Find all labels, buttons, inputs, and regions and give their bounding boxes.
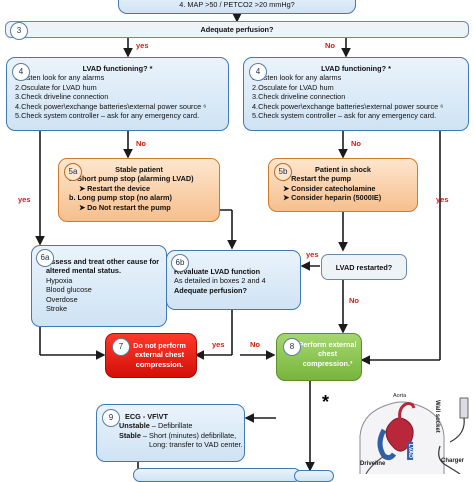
step6b-line-2: Adequate perfusion? bbox=[174, 285, 247, 295]
step4-right-line-1: 1.Listen look for any alarms bbox=[252, 73, 342, 83]
step3-number-badge: 3 bbox=[10, 22, 28, 40]
step5a-line-b: b. Long pump stop (no alarm) bbox=[69, 193, 172, 203]
step6a-title: Assess and treat other cause for altered… bbox=[46, 257, 160, 276]
step4-right-line-4: 4.Check power\exchange batteries\externa… bbox=[252, 101, 444, 111]
illustration-wall-socket-label: Wall socket bbox=[434, 400, 440, 433]
step9-ecg-vf-vt: 9 ECG - VF\VT Unstable – Defibrillate St… bbox=[96, 404, 245, 462]
bottom-right-partial-box bbox=[294, 470, 334, 482]
step4-right-line-3: 3.Check driveline connection bbox=[252, 92, 346, 102]
step5a-line-a1: ➤ Restart the device bbox=[79, 183, 151, 193]
step7-text: Do not perform external chest compressio… bbox=[133, 341, 186, 369]
step8-number-badge: 8 bbox=[283, 338, 301, 356]
step9-stable-text-2: Long: transfer to VAD center. bbox=[149, 440, 243, 450]
restart-yes-label: yes bbox=[306, 250, 319, 259]
step4-left-line-5: 5.Check system controller – ask for any … bbox=[15, 111, 200, 121]
step9-unstable-label: Unstable bbox=[119, 421, 150, 431]
illustration-driveline-label: Driveline bbox=[360, 461, 386, 467]
step4-left-line-1: 1.Listen look for any alarms bbox=[15, 73, 105, 83]
step5b-line-3: ➤ Consider heparin (5000IE) bbox=[283, 193, 382, 203]
step3-adequate-perfusion: 3 Adequate perfusion? bbox=[5, 21, 469, 40]
step5b-line-1: ➤ Restart the pump bbox=[283, 174, 352, 184]
step4-left-line-2: 2.Osculate for LVAD hum bbox=[15, 82, 97, 92]
step9-unstable-row: Unstable – Defibrillate bbox=[119, 421, 244, 430]
step4-left-no-label: No bbox=[136, 139, 146, 148]
right-outer-yes-label: yes bbox=[436, 195, 449, 204]
step6a-line-2: Blood glucose bbox=[46, 285, 92, 295]
step4-right-number-badge: 4 bbox=[249, 63, 267, 81]
lvad-restarted-decision: LVAD restarted? bbox=[321, 254, 407, 280]
step9-title: ECG - VF\VT bbox=[125, 412, 168, 421]
step6a-line-4: Stroke bbox=[46, 304, 68, 314]
bottom-left-partial-box bbox=[133, 468, 301, 482]
step5b-title: Patient in shock bbox=[315, 165, 371, 174]
step6a-assess-altered-mental-status: 6a Assess and treat other cause for alte… bbox=[31, 245, 167, 327]
step6a-line-1: Hypoxia bbox=[46, 275, 73, 285]
step5a-number-badge: 5a bbox=[64, 163, 82, 181]
step4-left-number-badge: 4 bbox=[12, 63, 30, 81]
step6b-yes-label: yes bbox=[212, 340, 225, 349]
step7-no-chest-compression: 7 Do not perform external chest compress… bbox=[105, 333, 197, 378]
step6b-title: Revaluate LVAD function bbox=[174, 267, 261, 276]
step9-stable-label: Stable bbox=[119, 430, 141, 440]
illustration-charger-label: Charger bbox=[441, 458, 465, 464]
step4-right-lvad-check: 4 LVAD functioning? * 1.Listen look for … bbox=[243, 57, 469, 131]
step3-yes-label: yes bbox=[136, 41, 149, 50]
step4-right-line-2: 2.Osculate for LVAD hum bbox=[252, 82, 334, 92]
step4-right-no-label: No bbox=[351, 139, 361, 148]
step4-right-line-5: 5.Check system controller – ask for any … bbox=[252, 111, 437, 121]
step6b-no-label: No bbox=[250, 340, 260, 349]
step5a-title: Stable patient bbox=[115, 165, 163, 174]
step6b-line-1: As detailed in boxes 2 and 4 bbox=[174, 276, 266, 286]
illustration-lvad-label: LVAD bbox=[407, 441, 414, 461]
step9-stable-text: – Short (minutes) defibrillate, bbox=[140, 430, 237, 440]
step4-left-title: LVAD functioning? * bbox=[82, 64, 153, 73]
step5a-line-a: a. Short pump stop (alarming LVAD) bbox=[69, 174, 194, 184]
left-outer-yes-label: yes bbox=[18, 195, 31, 204]
step7-number-badge: 7 bbox=[112, 338, 130, 356]
lvad-body-illustration bbox=[359, 397, 469, 474]
step8-text: Perform external chest compression.³ bbox=[298, 340, 357, 368]
step5a-line-b1: ➤ Do Not restart the pump bbox=[79, 202, 171, 212]
perfusion-criteria-box: 4. MAP >50 / PETCO2 >20 mmHg? bbox=[118, 0, 356, 14]
step5a-stable-patient: 5a Stable patient a. Short pump stop (al… bbox=[58, 158, 220, 222]
step8-perform-chest-compression: 8 Perform external chest compression.³ bbox=[276, 333, 362, 381]
step5b-line-2: ➤ Consider catecholamine bbox=[283, 183, 376, 193]
lvad-restarted-label: LVAD restarted? bbox=[335, 263, 393, 272]
perfusion-criteria-text: 4. MAP >50 / PETCO2 >20 mmHg? bbox=[179, 0, 295, 9]
step6b-revaluate-lvad: 6b Revaluate LVAD function As detailed i… bbox=[166, 250, 301, 310]
step9-stable-row: Stable – Short (minutes) defibrillate, bbox=[119, 431, 244, 440]
step5b-patient-in-shock: 5b Patient in shock ➤ Restart the pump ➤… bbox=[268, 158, 418, 212]
illustration-aorta-label: Aorta bbox=[393, 393, 407, 399]
step5b-number-badge: 5b bbox=[274, 163, 292, 181]
step9-unstable-text: – Defibrillate bbox=[149, 421, 193, 431]
restart-no-label: No bbox=[349, 296, 359, 305]
step4-right-title: LVAD functioning? * bbox=[321, 64, 391, 73]
step3-no-label: No bbox=[325, 41, 335, 50]
step3-label: Adequate perfusion? bbox=[200, 25, 274, 34]
illustration-asterisk: * bbox=[322, 392, 330, 412]
step6a-line-3: Overdose bbox=[46, 294, 78, 304]
step9-number-badge: 9 bbox=[102, 409, 120, 427]
step4-left-lvad-check: 4 LVAD functioning? * 1.Listen look for … bbox=[6, 57, 229, 131]
step4-left-line-3: 3.Check driveline connection bbox=[15, 92, 109, 102]
step6a-number-badge: 6a bbox=[36, 249, 54, 267]
step4-left-line-4: 4.Check power\exchange batteries\externa… bbox=[15, 101, 207, 111]
step6b-number-badge: 6b bbox=[171, 254, 189, 272]
